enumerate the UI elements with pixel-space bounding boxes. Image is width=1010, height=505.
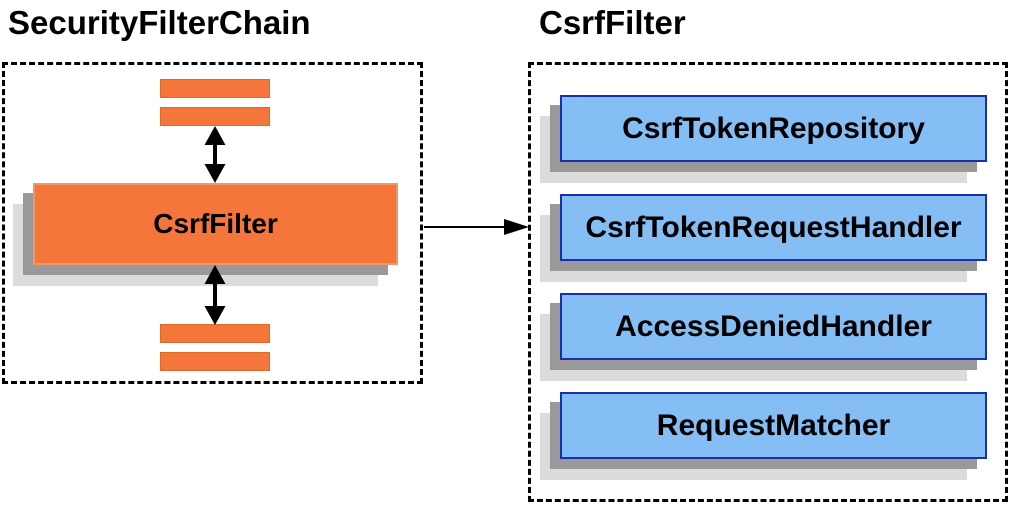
filter-placeholder-bar — [160, 79, 270, 98]
component-label: AccessDeniedHandler — [615, 309, 932, 343]
filter-placeholder-bar — [160, 324, 270, 343]
filter-placeholder-bar — [160, 352, 270, 371]
component-box-request-matcher: RequestMatcher — [560, 392, 987, 459]
bidirectional-arrow-icon — [204, 265, 226, 325]
component-label: RequestMatcher — [656, 408, 891, 442]
csrf-filter-node-label: CsrfFilter — [153, 208, 278, 239]
component-box-access-denied-handler: AccessDeniedHandler — [560, 293, 987, 360]
security-filter-chain-container — [2, 62, 423, 384]
csrf-filter-title: CsrfFilter — [539, 4, 686, 41]
component-box-csrf-token-request-handler: CsrfTokenRequestHandler — [560, 194, 987, 261]
filter-placeholder-bar — [160, 107, 270, 126]
component-box-csrf-token-repository: CsrfTokenRepository — [560, 95, 987, 162]
security-filter-chain-title: SecurityFilterChain — [8, 4, 311, 41]
flow-arrow-icon — [424, 219, 529, 235]
bidirectional-arrow-icon — [204, 126, 226, 183]
component-label: CsrfTokenRepository — [622, 111, 925, 145]
component-label: CsrfTokenRequestHandler — [585, 210, 962, 244]
csrf-filter-container — [528, 62, 1008, 502]
csrf-filter-node: CsrfFilter — [33, 183, 398, 265]
